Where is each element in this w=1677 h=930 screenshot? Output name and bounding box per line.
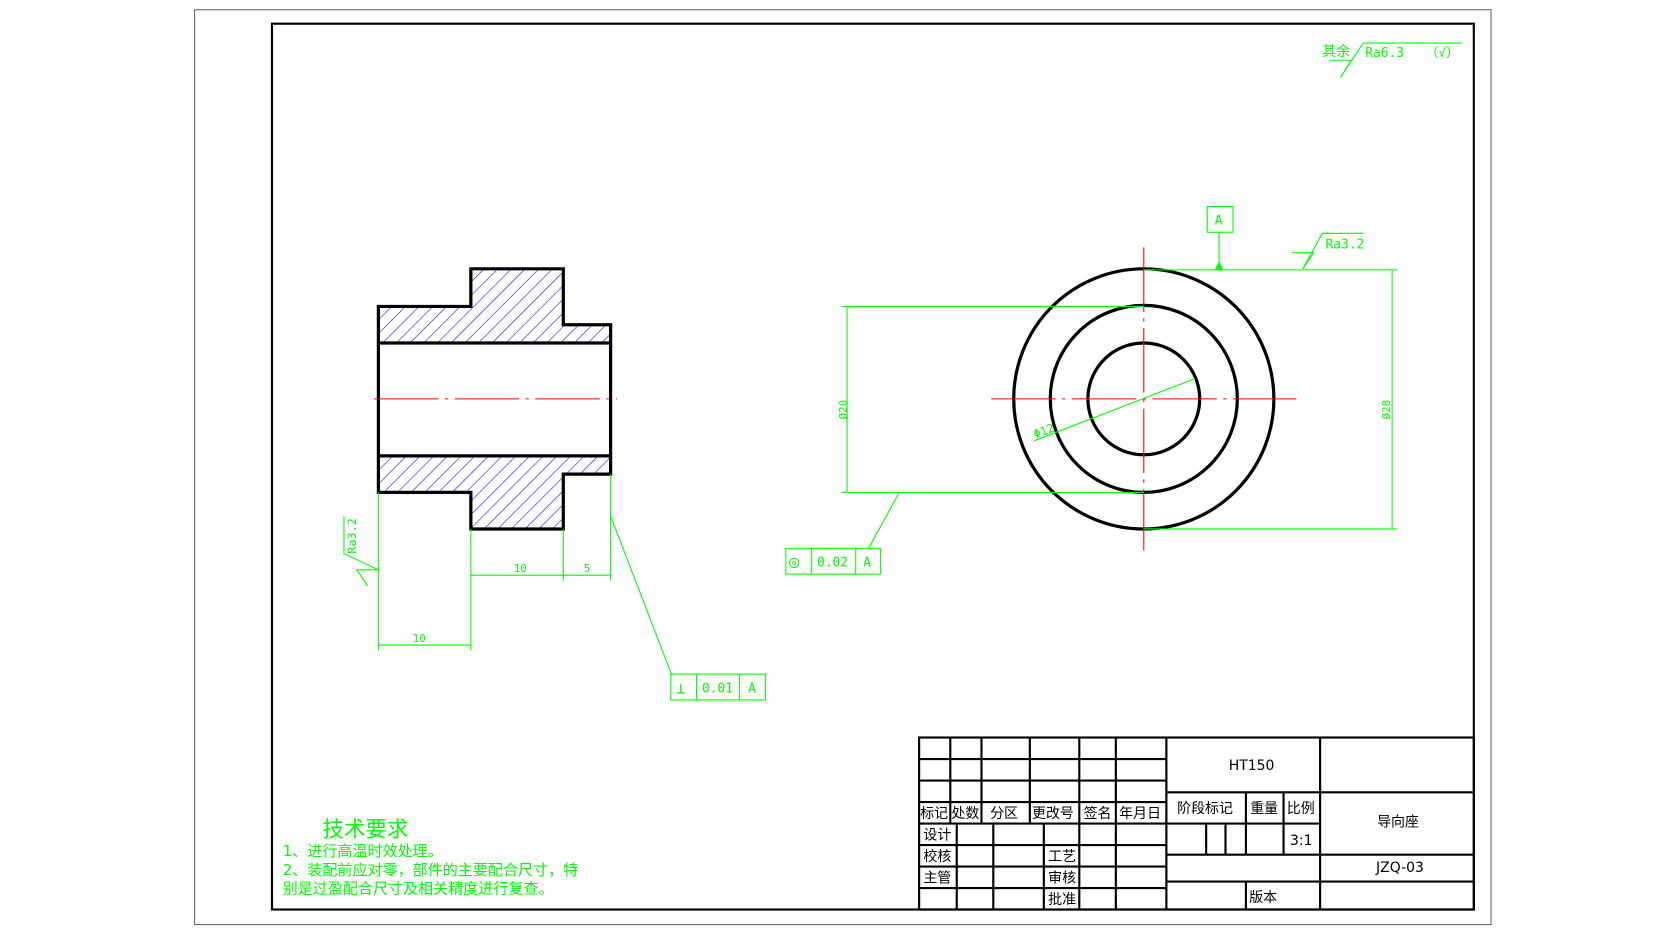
general-roughness-symbol: 其余 Ra6.3 （√） <box>1322 42 1462 78</box>
material: HT150 <box>1229 758 1275 774</box>
perpendicularity-datum: A <box>748 681 756 696</box>
dimension-lines <box>343 474 673 676</box>
perpendicularity-frame: ⊥ 0.01 A <box>670 673 766 701</box>
label-check: 校核 <box>923 848 951 865</box>
perpendicularity-value: 0.01 <box>702 681 733 696</box>
label-review: 审核 <box>1048 871 1076 887</box>
datum-box <box>1206 205 1234 233</box>
dim-left-small: 5 <box>584 562 590 575</box>
header-date: 年月日 <box>1119 806 1161 822</box>
label-weight: 重量 <box>1250 801 1278 817</box>
concentricity-frame: ◎ 0.02 A <box>785 547 881 575</box>
left-roughness: Ra3.2 <box>345 518 359 554</box>
dim-dia-28: Ø28 <box>1380 400 1393 419</box>
drawing-number: JZQ-03 <box>1375 860 1424 876</box>
datum-triangle-icon <box>1214 261 1224 270</box>
general-roughness-value: Ra6.3 <box>1365 46 1404 61</box>
drawing-border <box>270 22 1475 911</box>
label-version: 版本 <box>1249 890 1277 906</box>
label-manager: 主管 <box>923 871 951 887</box>
label-design: 设计 <box>923 828 951 844</box>
end-view: Ø20 Ø28 Φ12 A Ra3.2 ◎ 0.02 A <box>785 205 1398 575</box>
technical-requirements: 技术要求 1、进行高温时效处理。 2、装配前应对零，部件的主要配合尺寸，特 别是… <box>283 817 578 897</box>
hatch-bottom <box>378 455 611 529</box>
dim-dia-20: Ø20 <box>837 400 850 419</box>
label-process: 工艺 <box>1048 849 1076 865</box>
right-roughness: Ra3.2 <box>1325 237 1364 252</box>
dim-left-mid: 10 <box>514 562 527 575</box>
end-view-dimension-lines <box>841 232 1398 549</box>
scale-value: 3:1 <box>1290 833 1312 849</box>
header-mark: 标记 <box>920 806 948 822</box>
part-name: 导向座 <box>1377 815 1419 831</box>
label-approve: 批准 <box>1048 892 1076 908</box>
header-zone: 分区 <box>990 806 1018 822</box>
tech-title: 技术要求 <box>323 817 409 842</box>
concentricity-icon: ◎ <box>789 553 800 573</box>
general-roughness-prefix: 其余 <box>1322 43 1350 60</box>
header-signature: 签名 <box>1084 805 1112 822</box>
section-view: 10 10 5 Ra3.2 ⊥ 0.01 A <box>343 267 766 701</box>
dim-left-bottom: 10 <box>413 632 426 645</box>
title-block: 标记 处数 分区 更改号 签名 年月日 设计 校核 主管 工艺 审核 批准 HT… <box>918 736 1475 911</box>
datum-label: A <box>1215 214 1223 229</box>
sheet-outer-frame <box>194 9 1492 926</box>
tech-line-1: 1、进行高温时效处理。 <box>283 842 443 860</box>
label-scale: 比例 <box>1287 801 1315 817</box>
perpendicular-icon: ⊥ <box>676 679 685 697</box>
header-change-no: 更改号 <box>1032 806 1074 822</box>
hatch-top <box>378 268 611 343</box>
general-roughness-suffix: （√） <box>1425 46 1459 61</box>
tech-line-3: 别是过盈配合尺寸及相关精度进行复查。 <box>283 879 554 897</box>
tech-line-2: 2、装配前应对零，部件的主要配合尺寸，特 <box>283 861 578 879</box>
concentricity-datum: A <box>863 556 871 571</box>
concentricity-value: 0.02 <box>817 556 848 571</box>
header-count: 处数 <box>951 806 979 822</box>
label-stage: 阶段标记 <box>1177 801 1233 817</box>
